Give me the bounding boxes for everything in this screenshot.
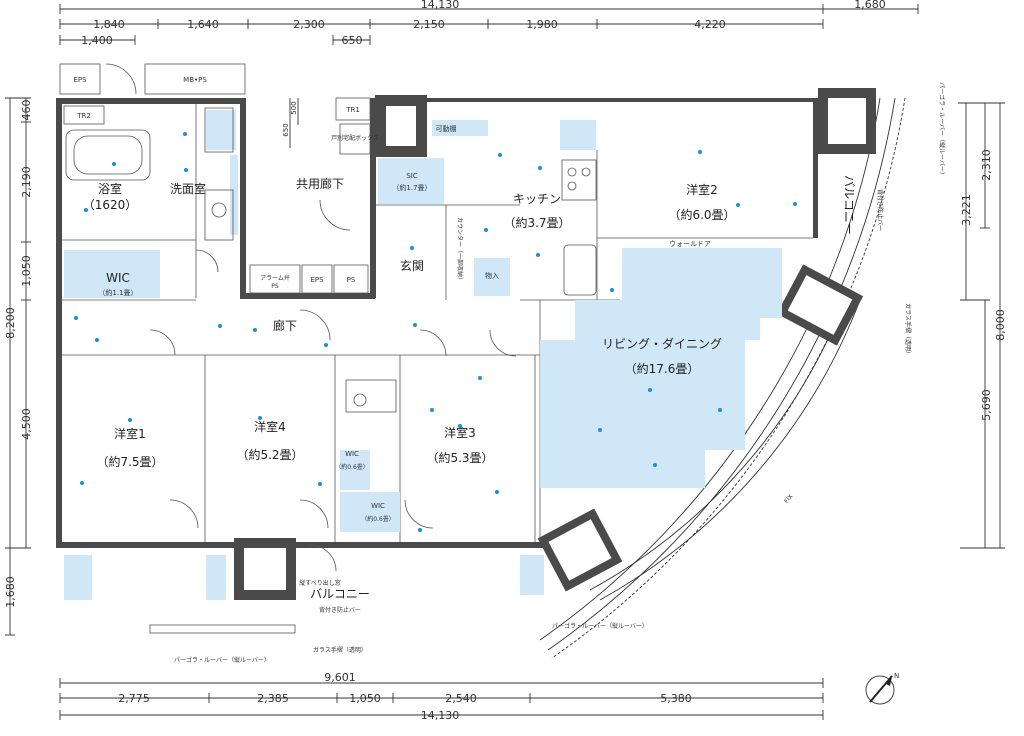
dim-right-total: 8,000: [994, 309, 1007, 341]
dim-left-seg-1: 460: [20, 100, 33, 121]
dim-top-sub-2: 650: [342, 34, 363, 47]
fix-label: FIX: [783, 493, 794, 505]
room-entrance-name: 玄関: [400, 258, 424, 273]
entry-dimensions: 650 500: [282, 98, 299, 148]
left-dimensions: 460 2,190 1,050 4,500 1,680 8,200: [4, 97, 33, 636]
dim-entry-1: 650: [282, 123, 290, 136]
shelf-label: 可動棚: [436, 124, 457, 133]
bath-fixtures: [65, 107, 597, 413]
rail-notes: パーゴラ・ルーバー（縦ルーバー） ガラス手摺（透明） 背付き防止バー 縦すべり出…: [149, 82, 946, 664]
dim-top-sub-1: 1,400: [81, 34, 113, 47]
pergola-right2-label: パーゴラ・ルーバー（縦ルーバー）: [938, 82, 946, 178]
highlighted-areas: [64, 110, 782, 600]
curved-balcony: [539, 97, 906, 659]
ps2-label: PS: [347, 276, 356, 284]
room-kitchen-sub: （約3.7畳）: [503, 215, 570, 230]
room-western4-sub: （約5.2畳）: [236, 447, 303, 462]
dim-right-seg-3: 5,690: [980, 389, 993, 421]
room-western3-name: 洋室3: [444, 425, 476, 440]
glass-rail-label: ガラス手摺（透明）: [313, 646, 367, 654]
compass-north-label: N: [894, 672, 899, 680]
room-western3-sub: （約5.3畳）: [426, 450, 493, 465]
meter-box-label: 戸別宅配ボックス: [331, 134, 379, 142]
dim-top-seg-4: 2,150: [413, 18, 445, 31]
room-shared-hallway-name: 共用廊下: [296, 176, 344, 191]
eps-label: EPS: [73, 76, 87, 84]
door-swings: [105, 63, 517, 572]
room-labels: 浴室 （1620） 洗面室 WIC （約1.1畳） 共用廊下 SIC （約1.7…: [83, 124, 856, 601]
fall-guard-label: 背付き防止バー: [319, 606, 361, 614]
room-western1-name: 洋室1: [114, 426, 146, 441]
dim-top-seg-5: 1,980: [526, 18, 558, 31]
pergola-bottom-label: パーゴラ・ルーバー（縦ルーバー）: [174, 656, 270, 664]
dim-top-total: 14,130: [421, 0, 460, 11]
dim-right-seg-1: 2,310: [980, 149, 993, 181]
room-wic2-sub: （約0.6畳）: [335, 463, 369, 471]
tr1-label: TR1: [345, 106, 360, 114]
room-living-sub: （約17.6畳）: [625, 361, 700, 376]
room-western2-name: 洋室2: [686, 182, 718, 197]
dim-bottom-seg-3: 1,050: [349, 692, 381, 705]
room-western1-sub: （約7.5畳）: [96, 454, 163, 469]
dim-bottom-total: 14,130: [421, 709, 460, 722]
room-washroom-name: 洗面室: [170, 181, 206, 196]
alarm-ps-label: PS: [271, 283, 279, 290]
dim-entry-2: 500: [290, 101, 298, 114]
dim-top-right: 1,680: [854, 0, 886, 11]
fall-guard-right-label: 背付き防止バー: [876, 189, 884, 231]
dim-top-seg-3: 2,300: [293, 18, 325, 31]
outer-walls: [56, 98, 822, 548]
dim-bottom-seg-4: 2,540: [445, 692, 477, 705]
dim-bottom-seg-5: 5,380: [660, 692, 692, 705]
dim-left-seg-5: 1,680: [4, 576, 17, 608]
rail-note-label: 縦すべり出し窓: [299, 579, 341, 587]
dim-left-seg-2: 2,190: [20, 166, 33, 198]
alarm-valve-label: アラーム弁: [260, 274, 290, 282]
dim-left-seg-3: 1,050: [20, 255, 33, 287]
room-wic3-sub: （約0.6畳）: [361, 515, 395, 523]
room-balcony-bottom-name: バルコニー: [310, 587, 370, 601]
dim-top-seg-2: 1,640: [187, 18, 219, 31]
compass-icon: N: [865, 672, 899, 705]
dim-top-seg-6: 4,220: [694, 18, 726, 31]
dim-left-seg-4: 4,500: [20, 408, 33, 440]
right-dimensions: 2,310 3,221 5,690 8,000: [958, 102, 1007, 549]
room-sic-sub: （約1.7畳）: [392, 183, 431, 192]
pergola-right-label: パーゴラ・ルーバー（縦ルーバー）: [552, 622, 648, 630]
room-wic1-name: WIC: [106, 271, 130, 285]
eps2-label: EPS: [310, 276, 324, 284]
mbps-label: MB•PS: [183, 76, 207, 84]
dim-bottom-seg-1: 2,775: [118, 692, 150, 705]
room-western4-name: 洋室4: [254, 419, 286, 434]
tr2-label: TR2: [76, 112, 91, 120]
top-dimensions: 14,130 1,680 1,840 1,640 2,300 2,150 1,9…: [59, 0, 919, 47]
counter-label: カウンター（一部収納）: [456, 217, 464, 283]
room-corridor-name: 廊下: [273, 318, 297, 333]
walldoor-label: ウォールドア: [669, 240, 711, 248]
room-bath-sub: （1620）: [83, 198, 138, 212]
dim-bottom-mid: 9,601: [324, 671, 356, 684]
room-wic2-name: WIC: [345, 450, 359, 458]
glass-right-label: ガラス手摺（透明）: [904, 303, 912, 357]
room-wic1-sub: （約1.1畳）: [98, 288, 137, 297]
bottom-dimensions: 9,601 2,775 2,385 1,050 2,540 5,380 14,1…: [59, 671, 824, 722]
storage-label: 物入: [485, 271, 499, 280]
room-balcony-right-name: バルコニー: [842, 175, 856, 235]
room-sic-name: SIC: [406, 172, 418, 180]
utility-rooms: EPS MB•PS TR1 TR2 戸別宅配ボックス アラーム弁 PS EPS …: [59, 63, 379, 294]
room-kitchen-name: キッチン: [513, 192, 561, 206]
pillar-right-middle: [776, 264, 864, 346]
dim-top-seg-1: 1,840: [93, 18, 125, 31]
room-living-name: リビング・ダイニング: [602, 336, 722, 351]
room-western2-sub: （約6.0畳）: [668, 207, 735, 222]
outlet-dots: [74, 132, 797, 532]
pillar-bottom-right: [537, 508, 623, 592]
room-bath-name: 浴室: [98, 181, 122, 196]
dim-right-seg-2: 3,221: [960, 194, 973, 226]
room-wic3-name: WIC: [371, 502, 385, 510]
dim-left-total: 8,200: [4, 307, 17, 339]
dim-bottom-seg-2: 2,385: [257, 692, 289, 705]
